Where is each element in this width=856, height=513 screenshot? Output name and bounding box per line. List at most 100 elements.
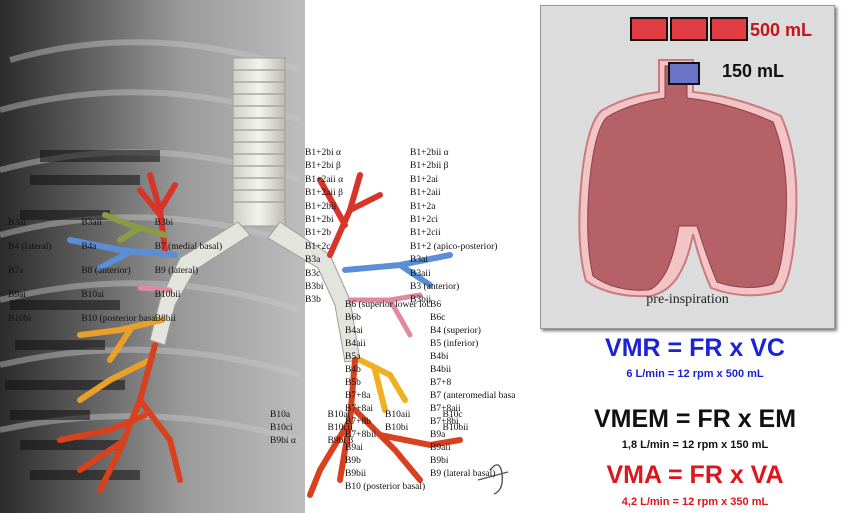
segment-label: B7+8bi xyxy=(430,417,459,427)
vmem-calculation: 1,8 L/min = 12 rpm x 150 mL xyxy=(621,439,769,451)
segment-label: B7+8 xyxy=(430,378,452,388)
segment-label: B1+2ai xyxy=(410,174,439,185)
segment-label: B1+2bi α xyxy=(305,148,341,158)
segment-label: B7a xyxy=(8,266,24,276)
segment-label: B7 (medial basal) xyxy=(154,242,223,252)
segment-label: B10bi xyxy=(385,423,409,433)
segment-label: B1+2bii α xyxy=(410,148,449,158)
segment-label: B7 (anteromedial basal) xyxy=(430,391,515,401)
segment-label: B7+8a xyxy=(345,391,371,401)
segment-label: B5b xyxy=(345,378,361,388)
segment-label: B3b xyxy=(305,295,321,306)
left-green xyxy=(102,212,168,243)
segment-label: B1+2aii α xyxy=(305,174,344,185)
segment-label: B4bii xyxy=(430,365,452,375)
segment-label: B4b xyxy=(345,365,361,375)
segment-label: B3ai xyxy=(410,255,428,266)
segment-label: B8 (anterior) xyxy=(81,266,131,276)
segment-label: B3a xyxy=(305,255,321,266)
segment-label: B9bi β xyxy=(327,436,354,446)
segment-label: B3aii xyxy=(410,268,431,279)
vmr-formula: VMR = FR x VC xyxy=(605,334,785,362)
segment-label: B4ai xyxy=(345,326,363,336)
segment-label: B9b xyxy=(345,456,361,466)
segment-label: B10ai xyxy=(81,290,105,300)
segment-labels-lower: B10a B10ai B10aii B10cB10ci B10cii B10bi B10bi… xyxy=(270,410,500,449)
right-blue xyxy=(342,252,453,288)
segment-label: B3bii xyxy=(410,295,432,306)
segment-label: B3 (anterior) xyxy=(410,282,460,293)
segment-label: B7+8ai xyxy=(345,404,374,414)
segment-label: B1+2a xyxy=(410,201,436,212)
segment-label: B5 (inferior) xyxy=(430,339,479,349)
dead-space-box xyxy=(668,62,700,85)
right-orange xyxy=(357,357,408,413)
xray-label-texture xyxy=(5,150,160,480)
segment-label: B10a xyxy=(270,410,291,420)
segment-label: B1+2cii xyxy=(410,228,441,239)
segment-label: B1+2aii xyxy=(410,188,441,199)
left-blue xyxy=(67,237,178,271)
artist-signature xyxy=(477,464,509,495)
lung-volume-panel xyxy=(540,5,835,329)
segment-label: B10cii xyxy=(327,423,353,433)
segment-label: B3aii xyxy=(81,218,102,228)
lung-diagram xyxy=(578,17,798,298)
tidal-volume-box-3 xyxy=(710,17,748,41)
dead-space-volume-label: 150 mL xyxy=(722,61,785,81)
segment-label: B7+8bii xyxy=(345,430,377,440)
segment-label: B9 (lateral basal) xyxy=(430,469,496,479)
segment-label: B6c xyxy=(430,313,446,323)
segment-label: B9ai xyxy=(8,290,26,300)
segment-label: B6 (superior lower lobe) xyxy=(345,300,430,310)
tidal-volume-box-2 xyxy=(670,17,708,41)
segment-label: B10bii xyxy=(154,290,181,300)
segment-label: B9ai xyxy=(345,443,363,453)
segment-label: B1+2bii β xyxy=(410,161,449,172)
segment-label: B1+2b xyxy=(305,228,331,239)
segment-label: B1+2bii xyxy=(305,201,337,212)
segment-label: B4bi xyxy=(430,352,449,362)
left-main-bronchus xyxy=(149,221,251,346)
segment-label: B10ci xyxy=(270,423,293,433)
segment-label: B7+8b xyxy=(345,417,371,427)
segment-label: B1+2c xyxy=(305,241,331,252)
segment-label: B10ai xyxy=(327,410,351,420)
segment-label: B9bi α xyxy=(270,436,296,446)
left-orange xyxy=(77,317,165,403)
segment-label: B9 (lateral) xyxy=(154,266,199,276)
segment-label: B1+2ci xyxy=(410,215,439,226)
segment-label: B10 (posterior basal) xyxy=(81,314,155,324)
segment-label: B9bi xyxy=(430,456,449,466)
segment-label: B10bii xyxy=(442,423,469,433)
segment-label: B9aii xyxy=(430,443,451,453)
left-pink xyxy=(137,285,173,293)
panel-caption: pre-inspiration xyxy=(646,292,729,307)
right-main-bronchus xyxy=(267,221,361,363)
segment-label: B9a xyxy=(430,430,446,440)
segment-label: B5a xyxy=(345,352,361,362)
segment-label: B10 (posterior basal) xyxy=(345,482,426,492)
vmr-calculation: 6 L/min = 12 rpm x 500 mL xyxy=(626,368,764,380)
segment-label: B6b xyxy=(345,313,361,323)
vma-formula: VMA = FR x VA xyxy=(606,461,784,489)
segment-label: B3c xyxy=(305,268,321,279)
segment-label: B7+8aii xyxy=(430,404,461,414)
segment-label: B10bi xyxy=(8,314,32,324)
segment-label: B10c xyxy=(442,410,463,420)
segment-label: B3ai xyxy=(8,218,26,228)
segment-label: B9bii xyxy=(345,469,367,479)
trachea-rings xyxy=(233,69,285,203)
left-lower-red xyxy=(57,342,183,493)
segment-label: B4a xyxy=(81,242,97,252)
lung-inner xyxy=(587,65,787,291)
tidal-volume-label: 500 mL xyxy=(750,20,813,40)
segment-label: B1+2aii β xyxy=(305,188,343,199)
vma-calculation: 4,2 L/min = 12 rpm x 350 mL xyxy=(621,496,769,508)
segment-label: B10aii xyxy=(385,410,411,420)
segment-label: B1+2 (apico-posterior) xyxy=(410,241,498,252)
